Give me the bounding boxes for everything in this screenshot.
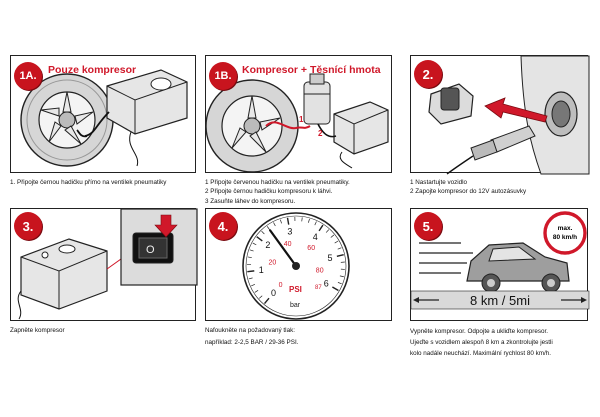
caption-line: 2 Zapojte kompresor do 12V autozásuvky [410,188,527,196]
caption-line: 1 Připojte červenou hadičku na ventilek … [205,179,350,186]
bar-minor-tick [308,218,310,223]
speed-sign-line2: 80 km/h [553,234,577,241]
bar-tick-label: 4 [313,232,318,242]
bar-minor-tick [337,282,342,285]
step-badge-3: 3. [14,212,42,240]
panel-1a-caption: 1. Připojte černou hadičku přímo na vent… [10,178,166,187]
step-badge-4: 4. [209,212,237,240]
step-badge-1a: 1A. [14,62,42,90]
gauge-needle [269,229,298,268]
bar-minor-tick [252,242,257,246]
pressure-gauge: 0 1 2 3 4 5 6 0 20 40 60 80 PSI bar 87 [242,212,350,320]
psi-unit-label: PSI [289,285,302,294]
bar-major-tick [256,236,263,242]
panel-2-caption: 1 Nastartujte vozidlo 2 Zapojte kompreso… [410,178,526,197]
bar-major-tick [247,270,255,273]
panel-1b: 1 2 [205,55,392,173]
bar-major-tick [332,286,339,292]
bar-tick-label: 6 [324,279,329,289]
speed-limit-sign [543,211,587,255]
bar-minor-tick [334,240,339,244]
caption-line: Ujeďte s vozidlem alespoň 8 km a zkontro… [410,339,553,346]
marker-2: 2 [318,129,323,138]
bar-minor-tick [248,277,253,280]
bar-major-tick [263,297,270,304]
bar-minor-tick [339,275,344,278]
psi-scale: 0 20 40 60 80 [268,241,323,289]
caption-line: Nafoukněte na požadovaný tlak: [205,327,295,334]
tire-sealant-illustration: 1 2 [205,73,389,173]
bar-unit-label: bar [290,302,301,309]
caption-line: Vypněte kompresor. Odpojte a ukliďte kom… [410,328,549,335]
psi-tick-label: 60 [307,245,315,252]
bar-tick-label: 3 [287,227,292,237]
bar-tick-label: 5 [328,253,333,263]
panel-1b-title: Kompresor + Těsnící hmota [242,64,381,76]
panel-4-caption: Nafoukněte na požadovaný tlak: například… [205,326,298,348]
panel-5-caption: Vypněte kompresor. Odpojte a ukliďte kom… [410,326,553,359]
bar-major-tick [318,224,324,232]
caption-line: 1 Nastartujte vozidlo [410,179,468,186]
psi-tick-label: 20 [268,259,276,266]
bar-major-tick [286,217,290,225]
speed-sign-line1: max. [558,225,573,232]
bar-minor-tick [301,217,303,222]
marker-1: 1 [299,115,304,124]
gauge-hub [292,262,300,270]
panel-1a-title: Pouze kompresor [48,64,137,76]
bar-tick-label: 0 [271,288,276,298]
bar-minor-tick [261,230,265,235]
bar-minor-tick [314,221,317,226]
car-socket-illustration [428,55,590,175]
distance-label: 8 km / 5mi [470,293,530,308]
bar-minor-tick [251,283,256,287]
switch-off-label: O [146,244,155,256]
bar-minor-tick [279,219,282,224]
bar-tick-label: 2 [265,240,270,250]
psi-tick-label: 0 [279,282,283,289]
psi-tick-label: 40 [284,241,292,248]
bar-minor-tick [266,226,270,230]
panel-5: 8 km / 5mi max. 80 km/h [410,208,590,321]
panel-1a [10,55,196,173]
bar-minor-tick [247,256,252,259]
tire-compressor-illustration [20,69,188,167]
compressor-switch-illustration: O [17,208,198,320]
step-badge-2: 2. [414,60,442,88]
bar-scale: 0 1 2 3 4 5 6 [247,217,345,304]
bar-minor-tick [254,289,259,293]
panel-3-caption: Zapněte kompresor [10,326,65,335]
caption-line: Zapněte kompresor [10,327,65,334]
caption-line: 3 Zasuňte láhev do kompresoru. [205,197,296,205]
caption-line: 1. Připojte černou hadičku přímo na vent… [10,179,167,186]
bar-major-tick [336,254,344,257]
bar-minor-tick [325,229,330,233]
psi-tick-label: 80 [316,267,324,274]
caption-line: kolo nadále neuchází. Maximální rychlost… [410,350,552,357]
caption-line: například: 2-2,5 BAR / 29-36 PSI. [205,339,299,347]
bar-minor-tick [249,249,254,252]
caption-line: 2 Připojte černou hadičku kompresoru k l… [205,188,333,196]
bar-minor-tick [337,247,342,250]
bar-tick-label: 1 [259,265,264,275]
step-badge-5: 5. [414,212,442,240]
step-badge-1b: 1B. [209,62,237,90]
bar-minor-tick [273,222,276,227]
bar-minor-tick [258,295,263,299]
drive-car-illustration: 8 km / 5mi max. 80 km/h [410,211,590,310]
bar-minor-tick [330,234,335,238]
panel-1b-caption: 1 Připojte červenou hadičku na ventilek … [205,178,350,206]
psi-max-label: 87 [315,285,322,291]
